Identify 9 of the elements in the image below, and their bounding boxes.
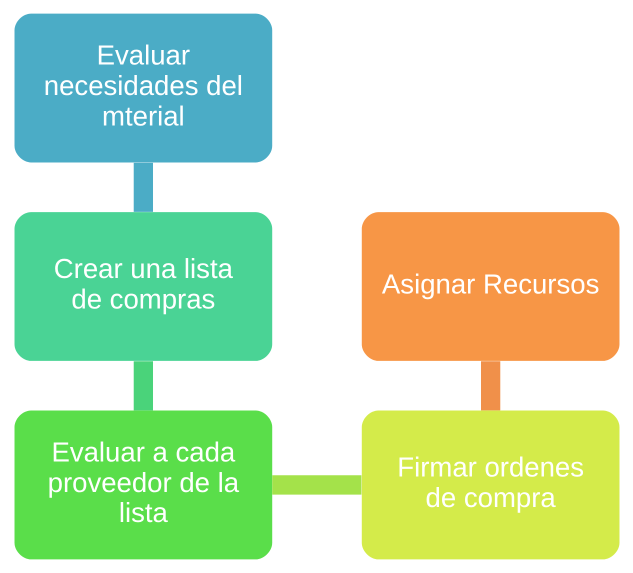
node-box: Evaluar a cada proveedor de la lista (14, 410, 272, 560)
node-box: Asignar Recursos (361, 212, 619, 361)
connector (480, 361, 500, 410)
connector (272, 475, 361, 495)
connector (133, 361, 152, 410)
node-box: Firmar ordenes de compra (361, 410, 619, 560)
node-box: Evaluar necesidades del mterial (14, 14, 272, 162)
node-box: Crear una lista de compras (14, 212, 272, 361)
connector (133, 162, 152, 212)
